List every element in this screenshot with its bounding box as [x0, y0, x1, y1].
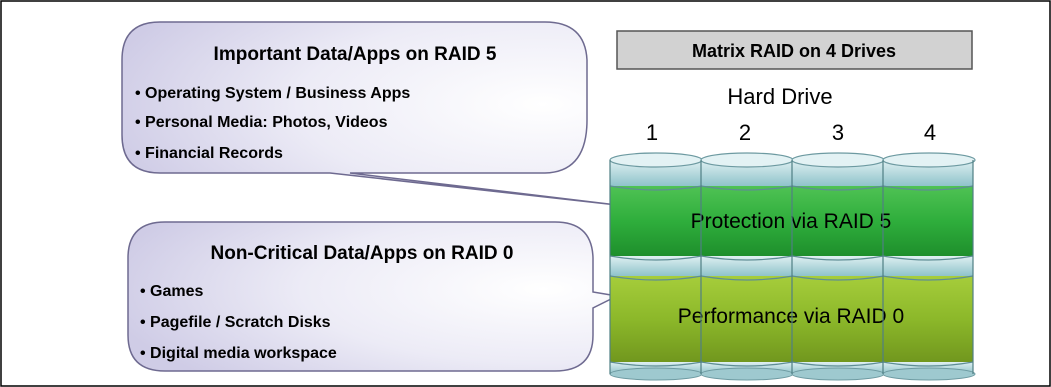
title-box-background	[616, 30, 973, 70]
drive-bottom-ellipse	[791, 367, 885, 381]
hard-drive-label: Hard Drive	[727, 84, 832, 109]
speech-bubble-raid0	[127, 221, 620, 372]
callout-raid0-item: • Digital media workspace	[140, 345, 337, 362]
matrix-title-box: Matrix RAID on 4 Drives	[616, 30, 973, 70]
matrix-title: Matrix RAID on 4 Drives	[692, 41, 896, 61]
drive-stack: Protection via RAID 5 Performance via RA…	[609, 152, 976, 381]
drive-number: 2	[739, 120, 751, 145]
drive-top-ellipse	[700, 152, 794, 168]
callout-raid0-item: • Games	[140, 283, 204, 300]
callout-raid5-title: Important Data/Apps on RAID 5	[214, 44, 497, 65]
raid0-band-label: Performance via RAID 0	[678, 305, 904, 328]
drive-separators	[700, 160, 884, 374]
drive-bottom-ellipse	[609, 367, 703, 381]
callout-raid0-item: • Pagefile / Scratch Disks	[140, 314, 331, 331]
callout-raid5-item: • Financial Records	[135, 145, 283, 162]
drive-number: 4	[924, 120, 936, 145]
callout-raid5: Important Data/Apps on RAID 5 • Operatin…	[121, 21, 618, 206]
callout-raid0-title: Non-Critical Data/Apps on RAID 0	[211, 243, 514, 264]
drive-bottom-ellipse	[700, 367, 794, 381]
raid5-band-label: Protection via RAID 5	[691, 210, 892, 233]
drive-top-ellipse	[791, 152, 885, 168]
drive-bottom-ellipse	[882, 367, 976, 381]
segment-boundaries	[609, 185, 974, 367]
drive-number: 3	[832, 120, 844, 145]
speech-bubble-raid5	[121, 21, 618, 206]
callout-raid5-item: • Operating System / Business Apps	[135, 85, 410, 102]
callout-raid5-item: • Personal Media: Photos, Videos	[135, 114, 388, 131]
drive-top-ellipse	[609, 152, 703, 168]
drive-top-ellipse	[882, 152, 976, 168]
drive-number: 1	[646, 120, 658, 145]
callout-raid0: Non-Critical Data/Apps on RAID 0 • Games…	[127, 221, 620, 372]
